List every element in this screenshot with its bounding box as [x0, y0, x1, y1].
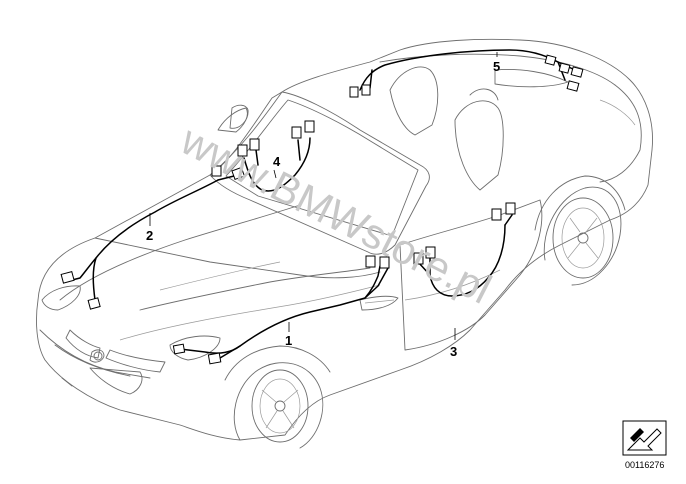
connector-icon	[87, 297, 101, 310]
connector-icon	[558, 62, 571, 74]
connector-icon	[413, 252, 424, 265]
part-number-block: 00116276	[622, 420, 667, 470]
callout-2: 2	[146, 228, 153, 243]
connector-icon	[570, 66, 584, 78]
connector-icon	[60, 270, 75, 284]
connector-icon	[361, 84, 371, 96]
connector-icon	[544, 54, 557, 66]
harness-3: 3	[413, 202, 516, 359]
connector-icon	[291, 126, 302, 139]
callout-1: 1	[285, 333, 292, 348]
harness-5: 5	[349, 49, 584, 98]
connector-icon	[231, 166, 246, 181]
connector-icon	[566, 80, 580, 92]
connector-icon	[211, 165, 222, 177]
connector-icon	[237, 144, 248, 157]
connector-icon	[349, 86, 359, 98]
callout-5: 5	[493, 59, 500, 74]
harness-2: 2	[60, 165, 246, 310]
connector-icon	[505, 202, 516, 215]
harness-1: 1	[172, 255, 390, 365]
callout-4: 4	[273, 154, 281, 169]
connector-icon	[249, 138, 260, 151]
connector-icon	[172, 343, 186, 355]
connector-icon	[207, 352, 222, 365]
harness-4: 4	[237, 120, 315, 192]
connector-icon	[304, 120, 315, 133]
car-outline	[36, 38, 653, 449]
callout-3: 3	[450, 344, 457, 359]
connector-icon	[365, 255, 376, 268]
arrow-icon	[626, 428, 662, 451]
part-number: 00116276	[625, 460, 664, 470]
connector-icon	[425, 246, 436, 259]
connector-icon	[491, 208, 502, 221]
watermark: www.BMWstore.pl	[173, 116, 499, 313]
connector-icon	[379, 256, 390, 269]
